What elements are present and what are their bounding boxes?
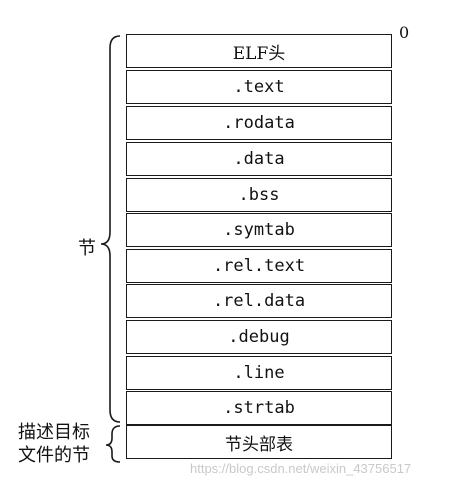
- section-label: ELF头: [232, 43, 286, 64]
- watermark: https://blog.csdn.net/weixin_43756517: [190, 461, 412, 476]
- section-box-line: .line: [126, 356, 392, 390]
- section-label: .strtab: [223, 398, 295, 418]
- section-table-brace-icon: [105, 425, 121, 463]
- section-box-strtab: .strtab: [126, 391, 392, 425]
- section-box-rel-data: .rel.data: [126, 284, 392, 318]
- section-box-rel-text: .rel.text: [126, 249, 392, 283]
- sections-brace-icon: [100, 35, 121, 423]
- section-box-bss: .bss: [126, 178, 392, 212]
- section-box-debug: .debug: [126, 320, 392, 354]
- section-box-rodata: .rodata: [126, 106, 392, 140]
- section-label: .line: [233, 363, 285, 383]
- section-header-table-box: 节头部表: [126, 425, 392, 459]
- section-box-symtab: .symtab: [126, 213, 392, 247]
- section-label: .debug: [228, 327, 290, 347]
- section-label: .rel.text: [212, 256, 306, 276]
- section-label: 节头部表: [225, 434, 293, 455]
- section-table-brace-label-line1: 描述目标: [18, 422, 90, 443]
- sections-brace-label: 节: [78, 238, 96, 259]
- section-label: .bss: [238, 185, 280, 205]
- section-label: .rodata: [223, 113, 295, 133]
- section-label: .symtab: [223, 220, 295, 240]
- section-label: .rel.data: [212, 291, 306, 311]
- section-table-brace-label-line2: 文件的节: [18, 445, 90, 466]
- section-box-text: .text: [126, 70, 392, 104]
- section-label: .data: [233, 149, 285, 169]
- offset-zero-label: 0: [399, 23, 410, 42]
- section-box-elf-header: ELF头: [126, 34, 392, 68]
- section-box-data: .data: [126, 142, 392, 176]
- section-label: .text: [233, 77, 285, 97]
